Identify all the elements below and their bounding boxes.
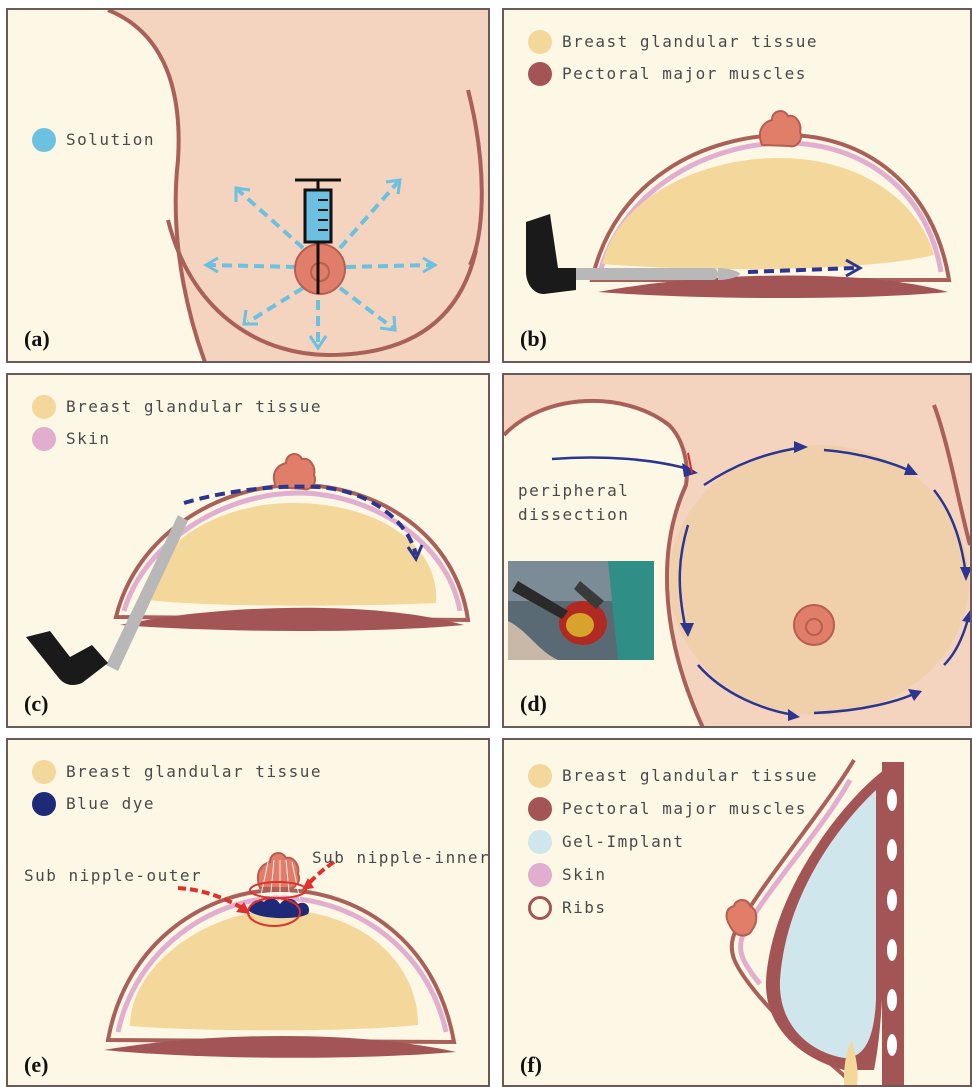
- legend-label-skin: Skin: [66, 429, 111, 448]
- legend-label-skin: Skin: [562, 865, 607, 884]
- legend-swatch-skin: [528, 863, 552, 887]
- panel-e-blue-dye: Breast glandular tissue Blue dye Sub nip…: [6, 738, 490, 1087]
- panel-label-e: (e): [24, 1052, 48, 1078]
- subcutaneous-dissection-diagram: [8, 375, 490, 728]
- legend-swatch-muscle: [528, 797, 552, 821]
- callout-sub-nipple-inner: Sub nipple-inner: [312, 848, 490, 867]
- legend-swatch-gland: [32, 395, 56, 419]
- legend-label-solution: Solution: [66, 130, 155, 149]
- legend-label-gland: Breast glandular tissue: [66, 762, 322, 781]
- legend-label-gland: Breast glandular tissue: [562, 766, 818, 785]
- peripheral-dissection-diagram: [504, 375, 972, 728]
- sagittal-dissection-diagram: [504, 10, 972, 363]
- panel-f-implant: Breast glandular tissue Pectoral major m…: [502, 738, 972, 1087]
- infiltration-diagram: [8, 10, 490, 363]
- legend-swatch-ribs: [528, 896, 552, 920]
- surgical-photo: [508, 561, 654, 660]
- nipple: [274, 454, 315, 489]
- legend-label-implant: Gel-Implant: [562, 832, 684, 851]
- panel-label-c: (c): [24, 691, 48, 717]
- legend-swatch-gland: [528, 30, 552, 54]
- legend-swatch-gland: [528, 764, 552, 788]
- legend-label-blue-dye: Blue dye: [66, 794, 155, 813]
- nipple: [794, 605, 834, 645]
- legend-swatch-gland: [32, 760, 56, 784]
- panel-label-f: (f): [520, 1052, 542, 1078]
- legend-swatch-blue-dye: [32, 792, 56, 816]
- legend-swatch-solution: [32, 128, 56, 152]
- nipple: [760, 111, 801, 146]
- nipple: [295, 244, 345, 294]
- annotation-peripheral: peripheral: [518, 481, 629, 500]
- annotation-dissection: dissection: [518, 505, 629, 524]
- surgical-photo-image: [508, 561, 654, 660]
- legend-label-ribs: Ribs: [562, 898, 607, 917]
- panel-d-peripheral: peripheral dissection (d): [502, 373, 972, 728]
- blue-dye-diagram: [8, 740, 490, 1087]
- legend-label-muscle: Pectoral major muscles: [562, 799, 807, 818]
- legend-swatch-skin: [32, 427, 56, 451]
- panel-c-subcutaneous: Breast glandular tissue Skin (c): [6, 373, 490, 728]
- panel-a-infiltration: Solution (a): [6, 8, 490, 363]
- callout-sub-nipple-outer: Sub nipple-outer: [24, 866, 202, 885]
- legend-swatch-implant: [528, 830, 552, 854]
- legend-label-muscle: Pectoral major muscles: [562, 64, 807, 83]
- dissection-area: [669, 445, 969, 715]
- legend-swatch-muscle: [528, 62, 552, 86]
- legend-label-gland: Breast glandular tissue: [562, 32, 818, 51]
- panel-label-a: (a): [24, 326, 50, 352]
- panel-label-d: (d): [520, 691, 547, 717]
- panel-label-b: (b): [520, 326, 547, 352]
- legend-label-gland: Breast glandular tissue: [66, 397, 322, 416]
- panel-b-dissection: Breast glandular tissue Pectoral major m…: [502, 8, 972, 363]
